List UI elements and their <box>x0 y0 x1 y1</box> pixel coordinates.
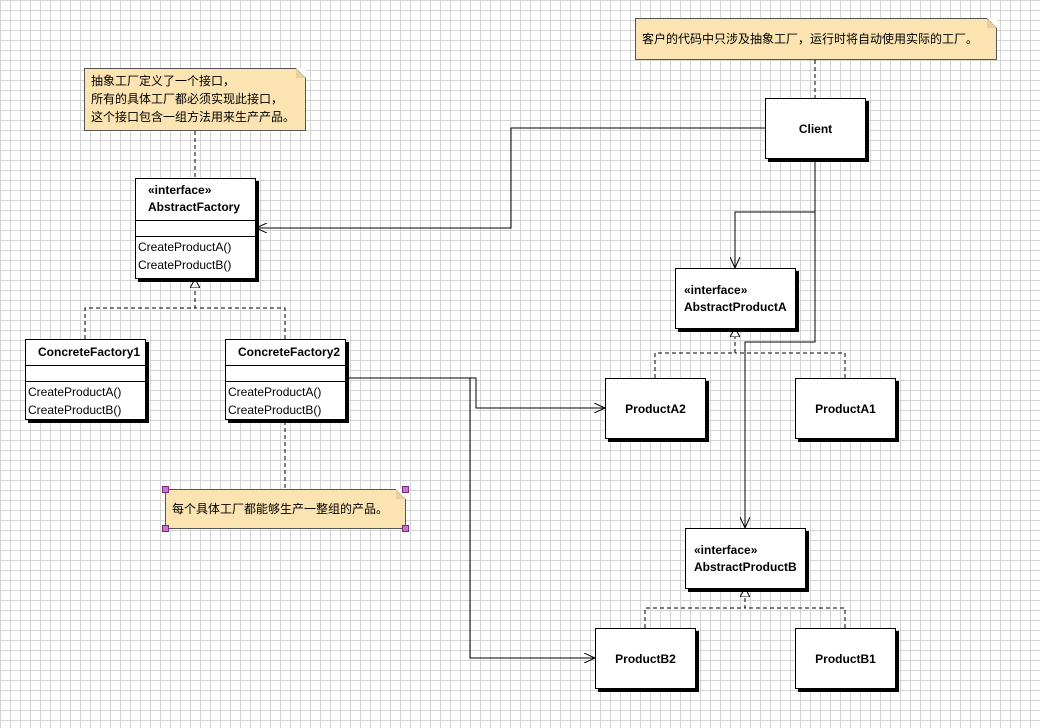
class-product-b2[interactable]: ProductB2 <box>595 628 696 689</box>
attributes-compartment <box>136 220 255 236</box>
selection-handle-top-left[interactable] <box>162 486 169 493</box>
operation-create-product-b: CreateProductB() <box>138 258 232 272</box>
operations-compartment: CreateProductA() CreateProductB() <box>226 381 345 420</box>
note-abstract-factory[interactable]: 抽象工厂定义了一个接口， 所有的具体工厂都必须实现此接口， 这个接口包含一组方法… <box>84 68 306 131</box>
stereotype-label: «interface» <box>694 543 758 557</box>
stereotype-label: «interface» <box>684 283 748 297</box>
selection-handle-bottom-right[interactable] <box>402 525 409 532</box>
class-concrete-factory-1[interactable]: ConcreteFactory1 CreateProductA() Create… <box>25 339 146 420</box>
class-abstract-factory[interactable]: «interface» AbstractFactory CreateProduc… <box>135 178 256 279</box>
class-name: ConcreteFactory2 <box>238 345 341 359</box>
class-name: ProductB2 <box>615 651 676 666</box>
selection-handle-top-right[interactable] <box>402 486 409 493</box>
factory2-to-product-a2-link[interactable] <box>346 377 605 408</box>
note-fold-corner <box>987 18 997 28</box>
client-to-abstract-factory-link[interactable] <box>256 127 765 228</box>
realization-product-b1[interactable] <box>745 607 846 628</box>
factory2-to-product-b2-link[interactable] <box>466 377 595 658</box>
operation-create-product-b: CreateProductB() <box>28 403 122 417</box>
class-abstract-product-a[interactable]: «interface» AbstractProductA <box>675 268 796 329</box>
note-concrete-factory[interactable]: 每个具体工厂都能够生产一整组的产品。 <box>165 489 406 529</box>
class-name: AbstractFactory <box>148 200 241 214</box>
class-name: Client <box>798 121 833 136</box>
note-fold-corner <box>296 68 306 78</box>
class-name: ProductB1 <box>815 651 876 666</box>
note-client-text: 客户的代码中只涉及抽象工厂，运行时将自动使用实际的工厂。 <box>642 32 979 46</box>
client-to-abstract-product-b-link[interactable] <box>745 212 816 528</box>
operation-create-product-a: CreateProductA() <box>228 385 322 399</box>
attributes-compartment <box>226 365 345 381</box>
realization-concrete-factory-2[interactable] <box>195 307 286 339</box>
class-name: AbstractProductB <box>694 560 797 574</box>
class-product-b1[interactable]: ProductB1 <box>795 628 896 689</box>
class-name: AbstractProductA <box>684 300 787 314</box>
note-line-2: 所有的具体工厂都必须实现此接口， <box>91 92 284 106</box>
operations-compartment: CreateProductA() CreateProductB() <box>136 236 255 275</box>
realization-product-a1[interactable] <box>735 352 846 378</box>
class-product-a1[interactable]: ProductA1 <box>795 378 896 439</box>
realization-product-a2[interactable] <box>654 328 735 378</box>
class-concrete-factory-2[interactable]: ConcreteFactory2 CreateProductA() Create… <box>225 339 346 420</box>
attributes-compartment <box>26 365 145 381</box>
class-product-a2[interactable]: ProductA2 <box>605 378 706 439</box>
realization-product-b2[interactable] <box>644 588 745 628</box>
class-name: ProductA1 <box>815 401 876 416</box>
note-concrete-factory-text: 每个具体工厂都能够生产一整组的产品。 <box>172 502 389 516</box>
operation-create-product-b: CreateProductB() <box>228 403 322 417</box>
class-name: ProductA2 <box>625 401 686 416</box>
client-to-abstract-product-a-link[interactable] <box>735 158 816 268</box>
class-abstract-product-b[interactable]: «interface» AbstractProductB <box>685 528 806 589</box>
selection-handle-bottom-left[interactable] <box>162 525 169 532</box>
stereotype-label: «interface» <box>148 183 212 197</box>
note-client[interactable]: 客户的代码中只涉及抽象工厂，运行时将自动使用实际的工厂。 <box>635 18 997 60</box>
operations-compartment: CreateProductA() CreateProductB() <box>26 381 145 420</box>
note-fold-corner <box>396 489 406 499</box>
class-name: ConcreteFactory1 <box>38 345 141 359</box>
note-line-3: 这个接口包含一组方法用来生产产品。 <box>91 110 296 124</box>
operation-create-product-a: CreateProductA() <box>138 240 232 254</box>
realization-concrete-factory-1[interactable] <box>84 279 195 339</box>
class-client[interactable]: Client <box>765 98 866 159</box>
operation-create-product-a: CreateProductA() <box>28 385 122 399</box>
note-line-1: 抽象工厂定义了一个接口， <box>91 74 236 88</box>
